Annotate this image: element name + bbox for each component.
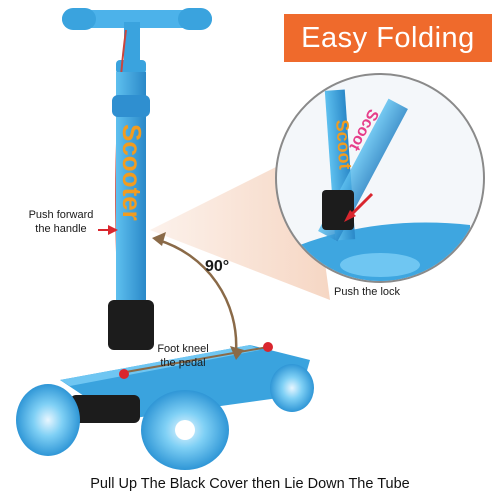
label-line: Foot kneel xyxy=(157,343,209,355)
label-line: the pedal xyxy=(160,357,206,369)
wheel-front-left xyxy=(16,384,80,456)
caption: Pull Up The Black Cover then Lie Down Th… xyxy=(90,476,410,492)
zoom-inset: Scoot Scoot xyxy=(275,73,485,283)
label-line: Push forward xyxy=(28,209,94,221)
wheel-front-right xyxy=(141,390,229,470)
angle-annotation xyxy=(125,232,269,373)
scooter-stem: Scooter xyxy=(108,72,154,350)
stem-graphic-text: Scooter xyxy=(117,124,147,221)
marker-dot xyxy=(119,369,129,379)
label-line: the handle xyxy=(35,223,87,235)
label-push-lock: Push the lock xyxy=(334,286,401,298)
marker-dot xyxy=(263,342,273,352)
scooter-handlebar xyxy=(62,8,212,74)
red-arrow-handle xyxy=(98,225,118,235)
title-banner: Easy Folding xyxy=(284,14,492,62)
label-push-forward: Push forward the handle xyxy=(16,208,106,236)
wheel-rear xyxy=(270,364,314,412)
svg-text:Scoot: Scoot xyxy=(332,119,355,170)
label-foot-kneel: Foot kneel the pedal xyxy=(148,342,218,370)
label-angle: 90° xyxy=(205,258,230,275)
